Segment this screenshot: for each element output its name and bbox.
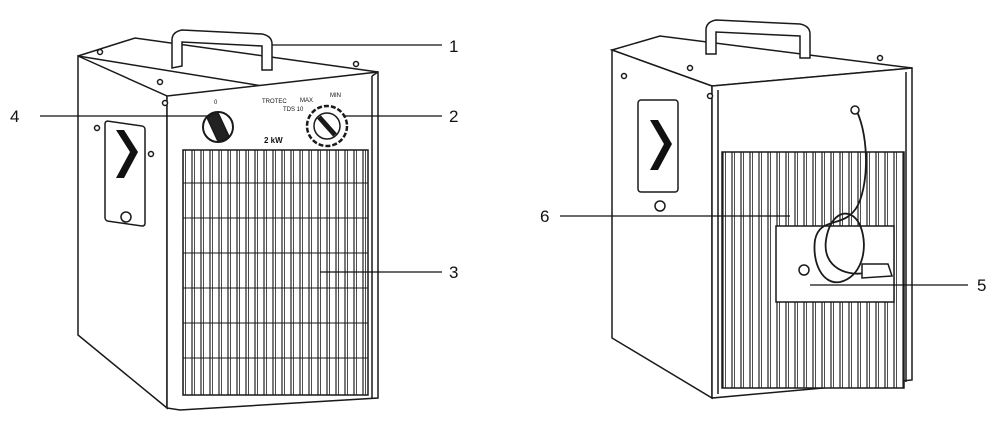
- brand-label: TROTEC: [262, 99, 287, 105]
- callout-3: 3: [449, 263, 458, 282]
- callout-1: 1: [449, 37, 458, 56]
- rear-side-chevron-icon: [650, 120, 672, 170]
- rear-carrying-handle: [705, 19, 811, 59]
- thermostat-min-label: MIN: [330, 93, 341, 99]
- power-plug: [861, 263, 894, 279]
- side-chevron-icon: [116, 130, 138, 178]
- callout-5: 5: [977, 276, 986, 295]
- switch-off-label: 0: [214, 100, 218, 106]
- housing-left-side: [77, 54, 168, 410]
- callout-6: 6: [540, 207, 549, 226]
- callout-2: 2: [449, 107, 458, 126]
- side-hole: [120, 211, 132, 223]
- carrying-handle: [171, 29, 273, 71]
- rear-side-air-inlet: [637, 99, 679, 193]
- power-label: 2 kW: [264, 136, 283, 145]
- thermostat-max-label: MAX: [300, 98, 313, 104]
- power-cable: [813, 107, 871, 283]
- front-view-heater: [77, 29, 379, 411]
- callout-4: 4: [10, 107, 19, 126]
- rear-view-heater: [609, 19, 913, 400]
- callout-leaders: [40, 44, 968, 286]
- model-label: TDS 10: [283, 107, 304, 113]
